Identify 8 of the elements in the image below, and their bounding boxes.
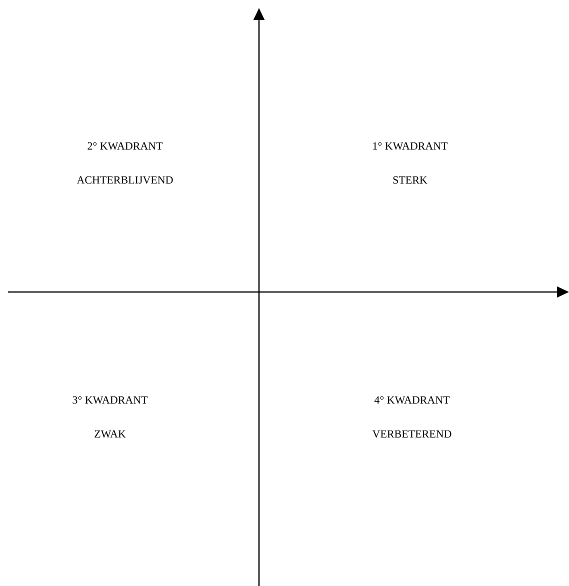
quadrant-label: ZWAK	[94, 430, 126, 438]
quadrant-label: ACHTERBLIJVEND	[76, 176, 173, 184]
quadrant-label: 4° KWADRANT	[374, 396, 450, 404]
quadrant-label: 3° KWADRANT	[72, 396, 148, 404]
quadrant-label: VERBETEREND	[372, 430, 452, 438]
quadrant-label: STERK	[393, 176, 428, 184]
quadrant-label: 1° KWADRANT	[373, 142, 448, 150]
quadrant-label: 2° KWADRANT	[88, 142, 163, 150]
